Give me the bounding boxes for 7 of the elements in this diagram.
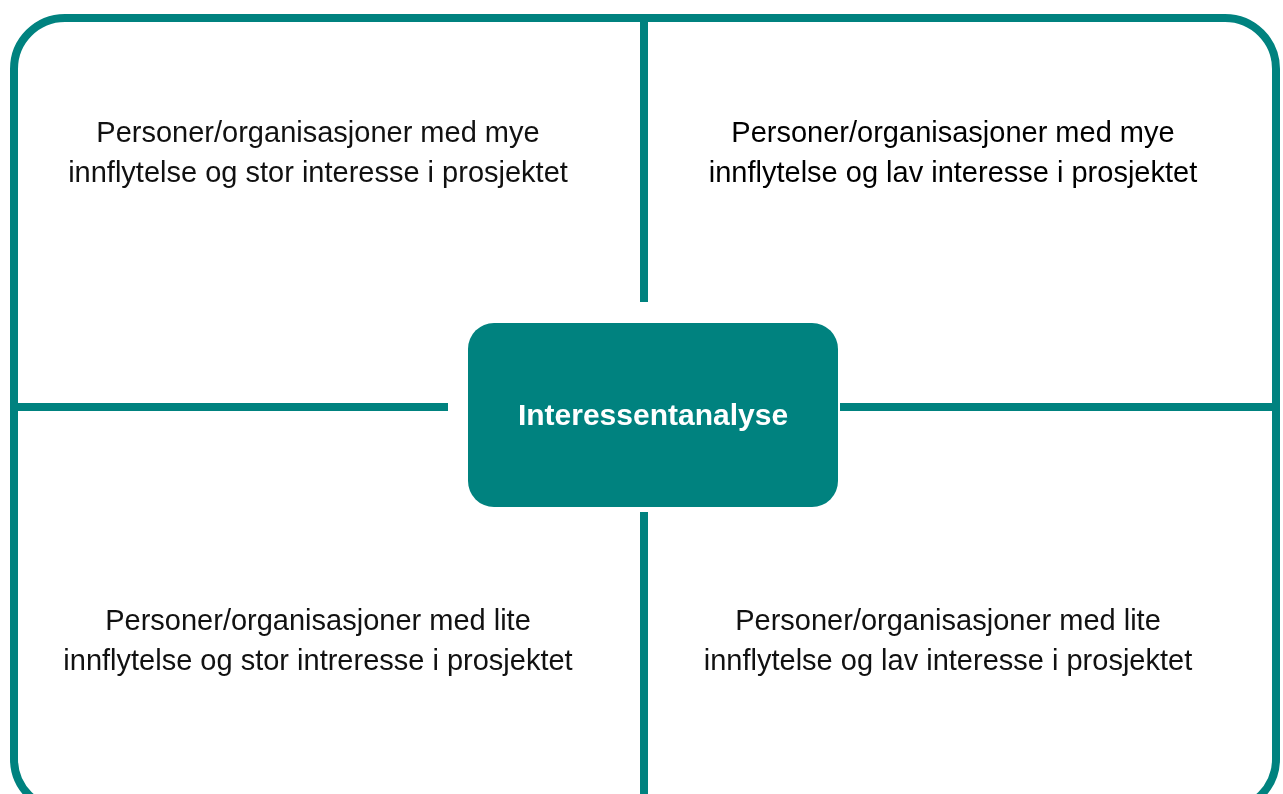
quadrant-text: Personer/organisasjoner med lite innflytelse og stor intreresse i prosjektet <box>62 603 574 678</box>
quadrant-frame <box>10 14 1280 794</box>
quadrant-text: Personer/organisasjoner med mye innflytelse og lav interesse i prosjektet <box>707 115 1199 190</box>
quadrant-text: Personer/organisasjoner med mye innflytelse og stor interesse i prosjektet <box>67 115 569 190</box>
center-title: Interessentanalyse <box>517 398 789 432</box>
quadrant-text: Personer/organisasjoner med lite innflytelse og lav interesse i prosjektet <box>702 603 1194 678</box>
center-box <box>468 323 838 507</box>
